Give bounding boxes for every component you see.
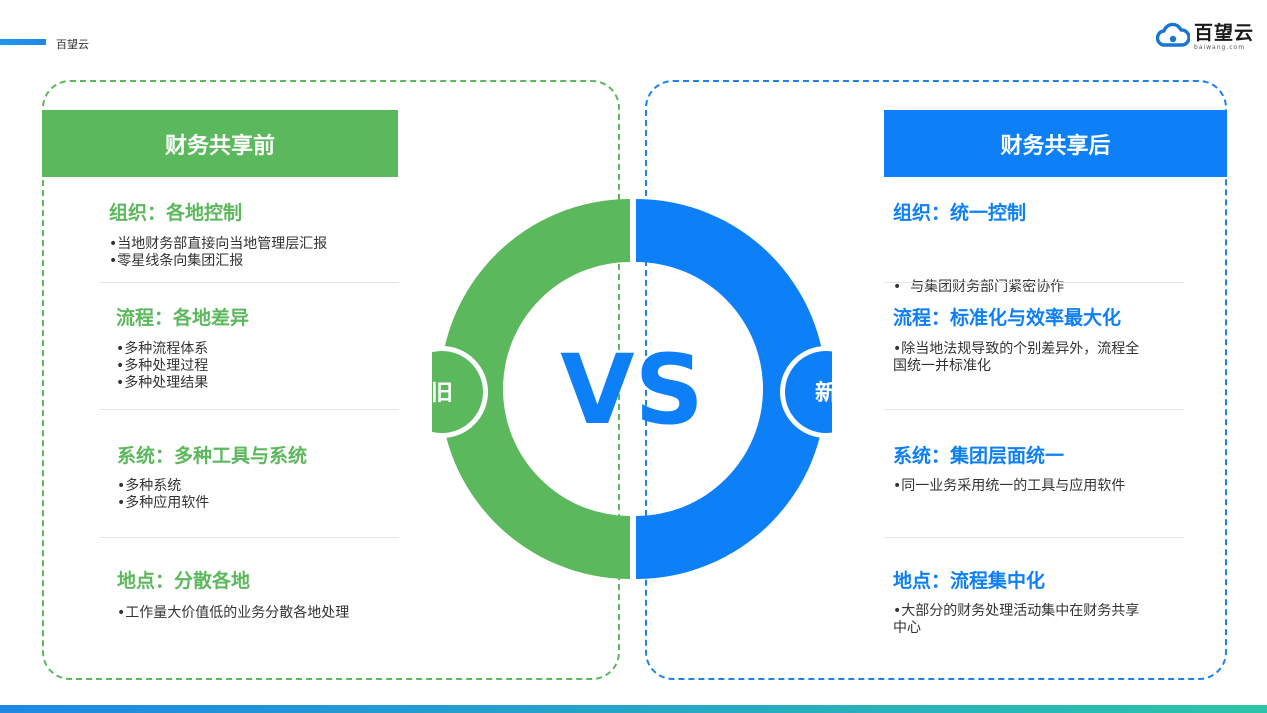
after-process-item: •除当地法规导致的个别差异外，流程全 (893, 341, 1140, 357)
divider (884, 282, 1184, 283)
after-process-item: 国统一并标准化 (893, 358, 991, 374)
before-system-items: •多种系统 •多种应用软件 (117, 478, 209, 512)
divider (99, 282, 399, 283)
before-org-title: 组织：各地控制 (109, 202, 243, 224)
old-half-ring (440, 199, 630, 579)
logo: 百望云 baiwang.com (1156, 22, 1254, 51)
after-org-items: • 与集团财务部门紧密协作 (893, 245, 1064, 330)
divider (99, 537, 399, 538)
after-process-title: 流程：标准化与效率最大化 (893, 307, 1122, 329)
vs-ring: 旧 新 VS (432, 199, 832, 579)
logo-name: 百望云 (1194, 22, 1255, 44)
top-accent-bar (0, 39, 46, 45)
logo-sub: baiwang.com (1194, 44, 1246, 51)
before-process-item: •多种处理结果 (116, 375, 209, 391)
new-half-ring (636, 199, 826, 579)
bottom-accent-bar (0, 705, 1267, 713)
before-location-items: •工作量大价值低的业务分散各地处理 (117, 605, 349, 622)
before-process-items: •多种流程体系 •多种处理过程 •多种处理结果 (116, 341, 208, 392)
before-org-item: •零星线条向集团汇报 (109, 253, 244, 269)
after-system-items: •同一业务采用统一的工具与应用软件 (893, 478, 1125, 495)
after-location-items: •大部分的财务处理活动集中在财务共享 中心 (893, 603, 1139, 637)
before-org-item: •当地财务部直接向当地管理层汇报 (109, 236, 328, 252)
before-system-title: 系统：多种工具与系统 (117, 445, 308, 467)
before-location-title: 地点：分散各地 (117, 570, 251, 592)
after-panel (645, 80, 1227, 680)
after-location-item: •大部分的财务处理活动集中在财务共享 (893, 603, 1140, 619)
divider (884, 537, 1184, 538)
old-badge (432, 351, 483, 433)
divider (99, 409, 399, 410)
after-system-item: •同一业务采用统一的工具与应用软件 (893, 478, 1126, 494)
after-process-items: •除当地法规导致的个别差异外，流程全 国统一并标准化 (893, 341, 1139, 375)
after-system-title: 系统：集团层面统一 (893, 445, 1065, 467)
after-location-item: 中心 (893, 620, 921, 636)
vs-text: VS (560, 334, 703, 446)
before-process-item: •多种流程体系 (116, 341, 209, 357)
after-location-title: 地点：流程集中化 (893, 570, 1046, 592)
before-org-items: •当地财务部直接向当地管理层汇报 •零星线条向集团汇报 (109, 236, 327, 270)
old-badge-text: 旧 (432, 381, 453, 406)
after-header: 财务共享后 (884, 110, 1227, 177)
before-system-item: •多种系统 (117, 478, 182, 494)
after-org-item: • 与集团财务部门紧密协作 (893, 279, 1065, 295)
divider (884, 409, 1184, 410)
new-badge (785, 351, 832, 433)
before-process-title: 流程：各地差异 (116, 307, 250, 329)
new-badge-text: 新 (815, 380, 832, 406)
before-system-item: •多种应用软件 (117, 495, 210, 511)
before-panel (42, 80, 620, 680)
before-location-item: •工作量大价值低的业务分散各地处理 (117, 605, 350, 621)
after-org-title: 组织：统一控制 (893, 202, 1027, 224)
before-process-item: •多种处理过程 (116, 358, 209, 374)
cloud-icon (1156, 22, 1190, 47)
before-header: 财务共享前 (42, 110, 398, 177)
brand-small-text: 百望云 (56, 38, 89, 51)
